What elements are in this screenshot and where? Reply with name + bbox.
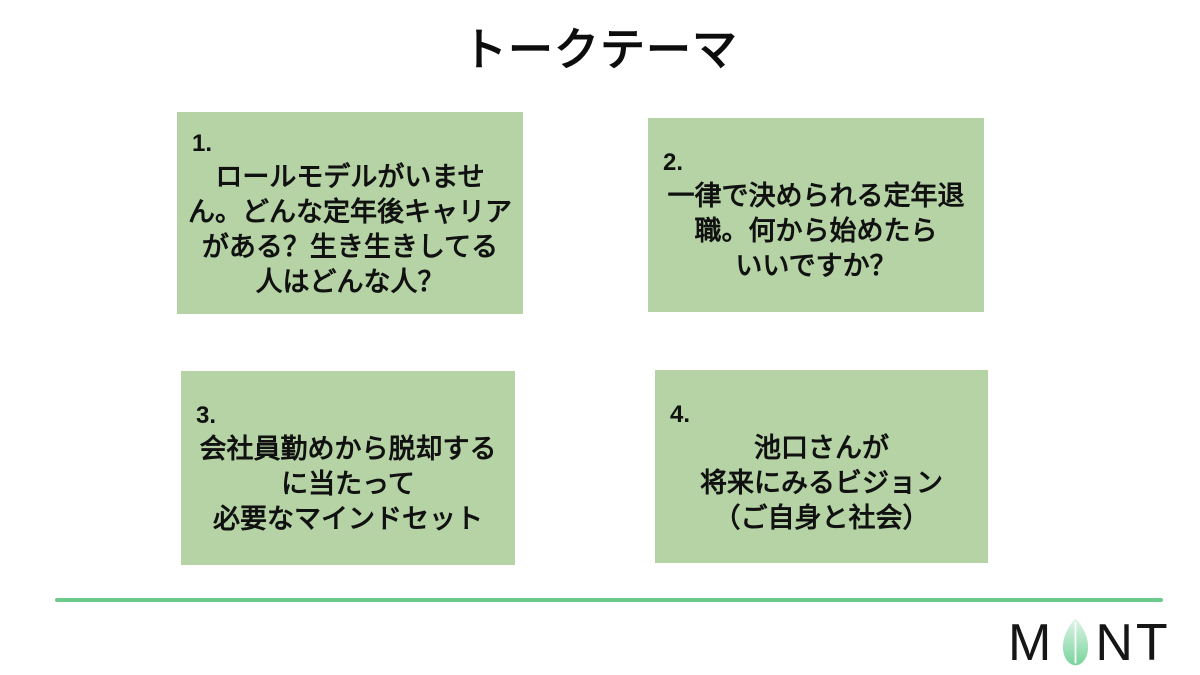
logo-text-m: M <box>1008 614 1055 672</box>
topic-1-line-1: ロールモデルがいませ <box>215 161 485 192</box>
topic-2-line-2: 職。何から始めたら <box>694 216 938 246</box>
topic-4-line-3: （ご自身と社会） <box>713 502 930 533</box>
topic-1-line-3: がある？生き生きしてる <box>201 231 499 262</box>
topic-4-line-2: 将来にみるビジョン <box>700 467 943 498</box>
topic-box-1: 1. ロールモデルがいませ ん。どんな定年後キャリア がある？生き生きしてる 人… <box>177 112 523 314</box>
page-title: トークテーマ <box>461 24 738 75</box>
footer-divider <box>55 598 1163 602</box>
topic-3-line-1: 会社員勤めから脱却する <box>199 434 497 464</box>
logo-text-nt: NT <box>1095 614 1171 672</box>
topic-box-4: 4. 池口さんが 将来にみるビジョン （ご自身と社会） <box>655 370 988 563</box>
topic-2-line-1: 一律で決められる定年退 <box>667 181 965 211</box>
topic-3-line-2: に当たって <box>281 469 415 499</box>
topic-4-number: 4. <box>670 400 691 428</box>
topic-1-line-4: 人はどんな人？ <box>255 266 445 297</box>
topic-3-line-3: 必要なマインドセット <box>213 504 483 534</box>
topic-box-3: 3. 会社員勤めから脱却する に当たって 必要なマインドセット <box>181 371 515 565</box>
topic-box-2: 2. 一律で決められる定年退 職。何から始めたら いいですか？ <box>648 118 984 312</box>
topic-3-number: 3. <box>196 402 217 429</box>
topic-1-line-2: ん。どんな定年後キャリア <box>188 196 512 227</box>
mint-logo: M NT <box>1008 616 1171 670</box>
topic-1-number: 1. <box>192 129 213 157</box>
topic-4-line-1: 池口さんが <box>754 432 889 463</box>
topic-2-number: 2. <box>663 149 684 176</box>
topic-2-line-3: いいですか？ <box>735 251 897 281</box>
leaf-icon <box>1063 618 1089 666</box>
